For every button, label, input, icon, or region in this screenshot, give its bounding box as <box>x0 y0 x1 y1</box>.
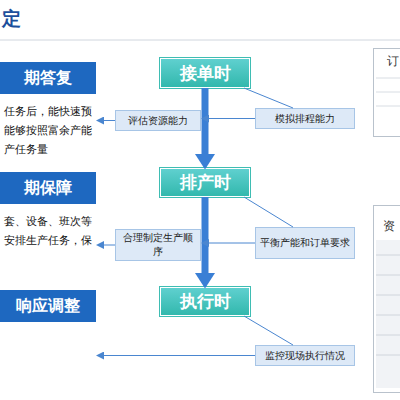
header-rule <box>0 40 400 41</box>
body-text: 任务后，能快速预 能够按照富余产能 产任务量 <box>0 94 96 159</box>
stage-box: 排产时 <box>160 168 250 197</box>
screenshot-line <box>376 355 400 356</box>
section-banner: 期答复任务后，能快速预 能够按照富余产能 产任务量 <box>0 62 96 166</box>
node-label: 评估资源能力 <box>128 114 188 128</box>
screenshot-line <box>376 78 400 79</box>
section-banner: 期保障套、设备、班次等 安排生产任务，保 <box>0 172 96 270</box>
screenshot-text: 订 <box>387 53 399 70</box>
node-label: 合理制定生产顺序 <box>120 231 196 259</box>
process-box: 评估资源能力 <box>115 110 201 131</box>
flow-arrow <box>202 197 209 273</box>
page-title: 定 <box>2 6 21 32</box>
connector <box>104 245 115 246</box>
screenshot-frame <box>374 206 400 393</box>
screenshot-line <box>376 106 400 107</box>
connector <box>209 118 255 119</box>
stage-box: 执行时 <box>160 287 250 316</box>
process-box: 平衡产能和订单要求 <box>255 227 355 259</box>
connector <box>104 120 115 121</box>
screenshot-line <box>376 92 400 93</box>
banner-heading: 响应调整 <box>0 290 96 322</box>
screenshot-line <box>376 275 400 276</box>
connector <box>244 197 293 227</box>
node-label: 排产时 <box>180 171 231 194</box>
process-box: 监控现场执行情况 <box>255 345 355 366</box>
process-box: 合理制定生产顺序 <box>115 229 201 261</box>
screenshot-frame <box>374 49 400 137</box>
connector <box>104 355 255 356</box>
section-banner: 响应调整 <box>0 290 96 365</box>
screenshot-line <box>376 315 400 316</box>
screenshot-line <box>376 255 400 256</box>
banner-heading: 期保障 <box>0 172 96 204</box>
connector <box>244 316 293 345</box>
flow-arrow <box>202 88 209 154</box>
screenshot-line <box>376 335 400 336</box>
screenshot-table <box>376 240 400 388</box>
banner-heading: 期答复 <box>0 62 96 94</box>
connector <box>244 88 293 108</box>
process-box: 模拟排程能力 <box>255 108 355 129</box>
node-label: 模拟排程能力 <box>275 112 335 126</box>
node-label: 接单时 <box>180 62 231 85</box>
connector <box>209 243 255 244</box>
screenshot-text: 资 <box>383 218 395 235</box>
stage-box: 接单时 <box>160 58 250 88</box>
node-label: 平衡产能和订单要求 <box>260 236 350 250</box>
node-label: 执行时 <box>180 290 231 313</box>
screenshot-line <box>376 295 400 296</box>
body-text: 套、设备、班次等 安排生产任务，保 <box>0 204 96 250</box>
node-label: 监控现场执行情况 <box>265 349 345 363</box>
